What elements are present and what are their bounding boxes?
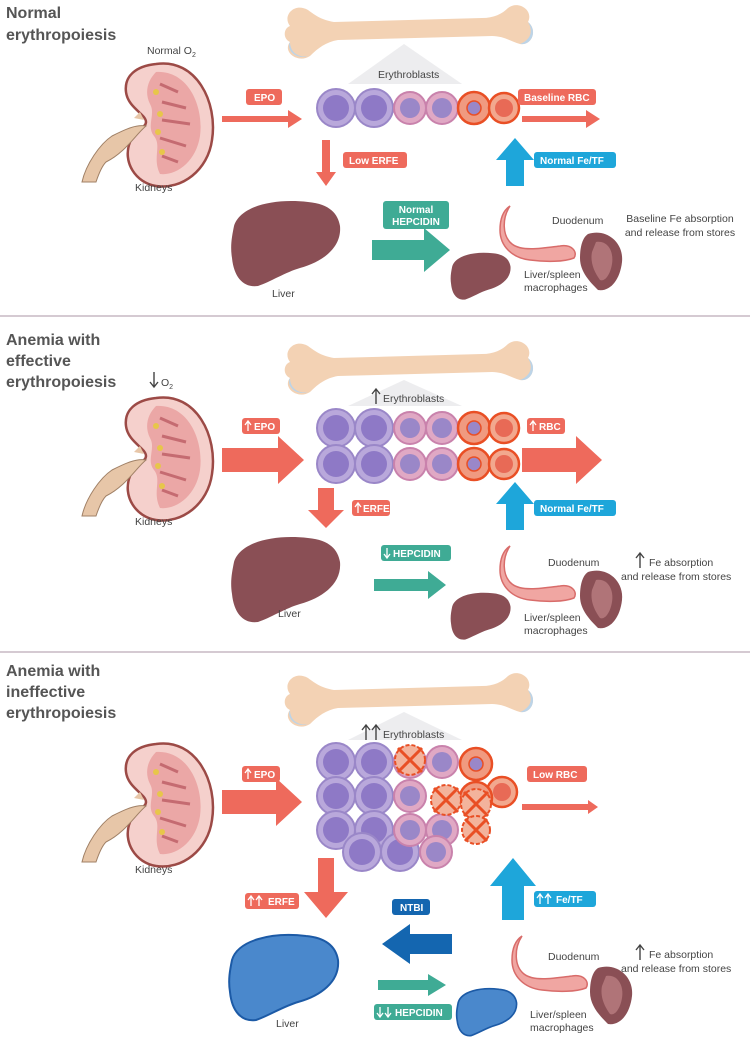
- down-arrow-icon: [149, 372, 159, 389]
- hepcidin-arrow: [372, 228, 450, 272]
- liver-label: Liver: [272, 288, 295, 300]
- rbc-arrow: [522, 110, 600, 128]
- hepcidin-box: [374, 1004, 452, 1020]
- up-arrow-icon: [361, 723, 371, 740]
- epo-label: EPO: [254, 93, 275, 104]
- erfe-label: ERFE: [268, 897, 295, 908]
- macrophage-liver-icon: [455, 987, 518, 1037]
- erfe-label: Low ERFE: [349, 156, 399, 167]
- kidneys-label: Kidneys: [135, 864, 172, 876]
- fe-tf-label: Normal Fe/TF: [540, 504, 604, 515]
- ntbi-box: [392, 899, 430, 915]
- fe-tf-box: [534, 152, 616, 168]
- erfe-box: [343, 152, 407, 168]
- duodenum-icon: [499, 545, 576, 603]
- liver-icon: [228, 934, 340, 1022]
- fe-tf-box: [534, 500, 616, 516]
- up-arrow-icon: [635, 943, 645, 960]
- hepcidin-arrow: [374, 571, 446, 599]
- epo-label: EPO: [254, 770, 275, 781]
- erfe-box: [352, 500, 390, 516]
- liver-label: Liver: [278, 608, 301, 620]
- epo-box: [246, 89, 282, 105]
- spleen-icon: [590, 966, 633, 1025]
- up-arrow-icon: [635, 551, 645, 568]
- hepcidin-label: HEPCIDIN: [395, 1008, 443, 1019]
- fe-tf-label: Normal Fe/TF: [540, 156, 604, 167]
- macrophage-liver-icon: [450, 592, 511, 640]
- duodenum-icon: [511, 935, 588, 993]
- erfe-label: ERFE: [363, 504, 390, 515]
- macrophage-liver-icon: [450, 252, 511, 300]
- ntbi-label: NTBI: [400, 903, 424, 914]
- rbc-label: RBC: [539, 422, 561, 433]
- up-arrow-icon: [371, 387, 381, 404]
- epo-arrow: [222, 778, 302, 826]
- epo-arrow: [222, 110, 302, 128]
- duodenum-label: Duodenum: [548, 557, 600, 569]
- epo-box: [242, 418, 280, 434]
- up-arrow-icon: [371, 723, 381, 740]
- rbc-box: [527, 418, 565, 434]
- kidney-icon: [80, 741, 215, 869]
- o2-label: Normal O2: [147, 45, 196, 59]
- erythroblast-grid: [316, 408, 521, 484]
- erythroblast-row: [316, 88, 521, 128]
- erfe-arrow: [316, 140, 336, 186]
- o2-label: O2: [161, 377, 173, 391]
- ntbi-arrow: [382, 924, 452, 964]
- rbc-arrow: [522, 436, 602, 484]
- epo-box: [242, 766, 280, 782]
- rbc-box: [518, 89, 596, 105]
- fe-tf-label: Fe/TF: [556, 895, 583, 906]
- kidneys-label: Kidneys: [135, 516, 172, 528]
- fe-tf-arrow: [496, 138, 534, 186]
- hepcidin-label: HEPCIDIN: [393, 549, 441, 560]
- fe-tf-arrow: [490, 858, 536, 920]
- duodenum-label: Duodenum: [552, 215, 604, 227]
- epo-arrow: [222, 436, 304, 484]
- epo-label: EPO: [254, 422, 275, 433]
- erythroblasts-label: Erythroblasts: [383, 393, 444, 405]
- rbc-label: Baseline RBC: [524, 93, 590, 104]
- rbc-label: Low RBC: [533, 770, 577, 781]
- hepcidin-box: [381, 545, 451, 561]
- erythroblast-grid: [316, 742, 519, 872]
- hepcidin-box: [383, 201, 449, 229]
- liver-icon: [231, 201, 341, 287]
- liver-label: Liver: [276, 1018, 299, 1030]
- hepcidin-arrow: [378, 974, 446, 996]
- erfe-arrow: [308, 488, 344, 528]
- rbc-box: [527, 766, 587, 782]
- spleen-icon: [580, 570, 623, 629]
- kidney-icon: [80, 395, 215, 523]
- erythroblasts-label: Erythroblasts: [383, 729, 444, 741]
- rbc-arrow: [522, 800, 598, 814]
- erfe-arrow: [304, 858, 348, 918]
- fe-tf-arrow: [496, 482, 534, 530]
- erythroblasts-label: Erythroblasts: [378, 69, 439, 81]
- kidneys-label: Kidneys: [135, 182, 172, 194]
- kidney-icon: [80, 61, 215, 189]
- duodenum-label: Duodenum: [548, 951, 600, 963]
